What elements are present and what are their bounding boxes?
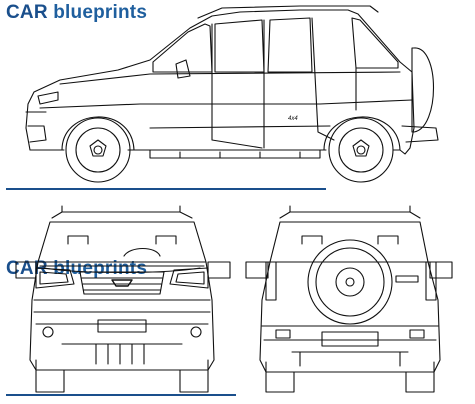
rear-spare-wheel (308, 240, 392, 324)
front-windshield (38, 222, 206, 262)
rear-view (246, 206, 452, 392)
rear-undercarriage (292, 352, 408, 366)
front-badge (112, 280, 132, 286)
front-view (16, 206, 230, 392)
front-bumper (34, 300, 210, 332)
front-right-headlight (170, 268, 208, 288)
side-spare-wheel (412, 48, 434, 132)
side-windshield (153, 24, 212, 72)
side-door-lines (212, 18, 356, 148)
front-seats (68, 236, 176, 256)
side-rear-arch (324, 117, 400, 150)
front-right-mirror (208, 262, 230, 278)
side-sill (150, 150, 320, 158)
side-roof-rail (198, 6, 378, 18)
rear-left-taillight (266, 262, 276, 300)
front-left-mirror (16, 262, 36, 278)
rear-right-taillight (426, 262, 436, 300)
rear-right-tire (406, 362, 434, 392)
rear-body (260, 262, 440, 372)
front-right-fog-light (191, 327, 201, 337)
rear-right-mirror (430, 262, 452, 278)
front-left-tire (36, 360, 64, 392)
side-front-wheel (66, 118, 130, 182)
front-grille (80, 272, 164, 294)
front-body (30, 262, 214, 370)
rear-badge (396, 276, 418, 282)
rear-window (270, 222, 428, 262)
side-crease-lines (40, 72, 412, 128)
svg-text:4x4: 4x4 (288, 116, 298, 122)
side-body-outline (26, 10, 414, 154)
logo-blueprints-text: blueprints (53, 2, 148, 23)
logo-car-text: CAR (6, 2, 48, 23)
side-mirror (176, 60, 190, 78)
side-view: 4x4 (6, 6, 438, 188)
side-front-bumper (26, 92, 58, 142)
side-front-arch (62, 117, 134, 150)
side-front-window (215, 20, 264, 72)
rear-roof-rails (290, 206, 410, 212)
rear-seats (302, 236, 398, 244)
front-roof (52, 212, 192, 218)
side-quarter-window (352, 18, 398, 68)
rear-lamps (276, 330, 424, 338)
divider-top (6, 188, 326, 190)
side-rear-wheel (329, 118, 393, 182)
rear-left-tire (266, 362, 294, 392)
rear-left-mirror (246, 262, 268, 278)
front-left-fog-light (43, 327, 53, 337)
site-logo-top[interactable]: CAR blueprints (6, 3, 147, 22)
front-right-tire (180, 360, 208, 392)
logo-blueprints-text: blueprints (53, 258, 148, 279)
front-roof-rails (62, 206, 180, 212)
divider-bottom (6, 394, 236, 396)
side-rear-window (268, 18, 312, 72)
front-undercarriage (62, 344, 182, 364)
rear-roof (280, 212, 420, 218)
rear-bumper (262, 326, 438, 346)
side-rear-bumper (402, 126, 438, 142)
front-left-headlight (36, 268, 74, 288)
